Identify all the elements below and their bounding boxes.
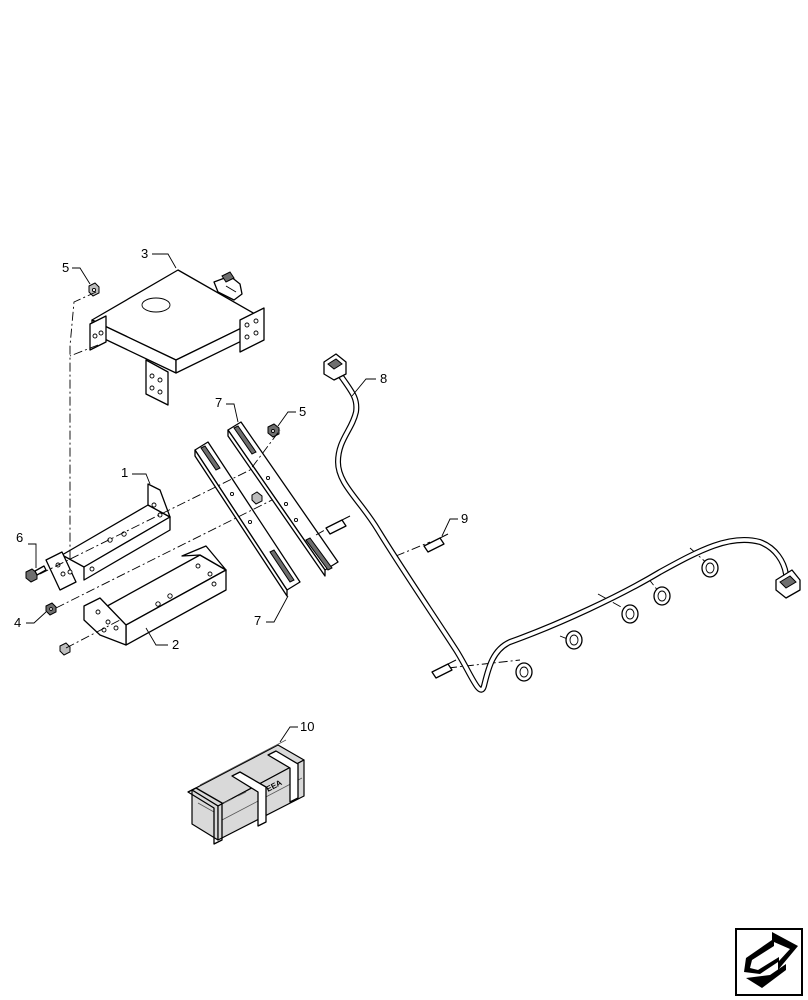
callout-1: 1 [121,465,151,485]
crate-part-10: EEA [187,739,305,845]
plug-part-9-lower [431,659,457,679]
callout-8: 8 [351,371,387,397]
mounting-bracket-part-3 [89,269,265,406]
callout-label-3: 3 [141,246,148,261]
callout-3: 3 [141,246,177,269]
callout-label-7-bottom: 7 [254,613,261,628]
nut-part-5-middle [267,423,280,438]
callout-6: 6 [16,530,37,568]
callout-5-middle: 5 [277,404,306,427]
callout-7-top: 7 [215,395,239,423]
nut-lower [59,642,71,656]
callout-5-top: 5 [62,260,91,285]
callout-label-6: 6 [16,530,23,545]
nut-part-5-top [88,282,100,297]
nut-on-rails [251,491,263,505]
assembly-centerlines [39,291,711,669]
washer-part-4 [45,602,57,616]
rail-part-7-front [194,441,301,597]
callout-label-4: 4 [14,615,21,630]
callout-label-8: 8 [380,371,387,386]
wiring-harness-part-8 [323,353,801,693]
callout-label-1: 1 [121,465,128,480]
callout-label-5-middle: 5 [299,404,306,419]
plug-part-9-upper [325,515,351,535]
next-page-arrow-icon[interactable] [735,928,803,996]
callout-2: 2 [145,627,179,652]
plug-part-9-middle [423,533,449,553]
callout-label-5-top: 5 [62,260,69,275]
callout-9: 9 [441,511,468,537]
callout-label-2: 2 [172,637,179,652]
bolt-part-6 [25,565,47,583]
callout-label-7-top: 7 [215,395,222,410]
callout-4: 4 [14,611,47,630]
support-bracket-part-2 [83,545,227,646]
callout-label-9: 9 [461,511,468,526]
support-bracket-part-1 [45,483,171,591]
callout-label-10: 10 [300,719,314,734]
callout-10: 10 [279,719,314,743]
callout-7-bottom: 7 [254,595,289,628]
